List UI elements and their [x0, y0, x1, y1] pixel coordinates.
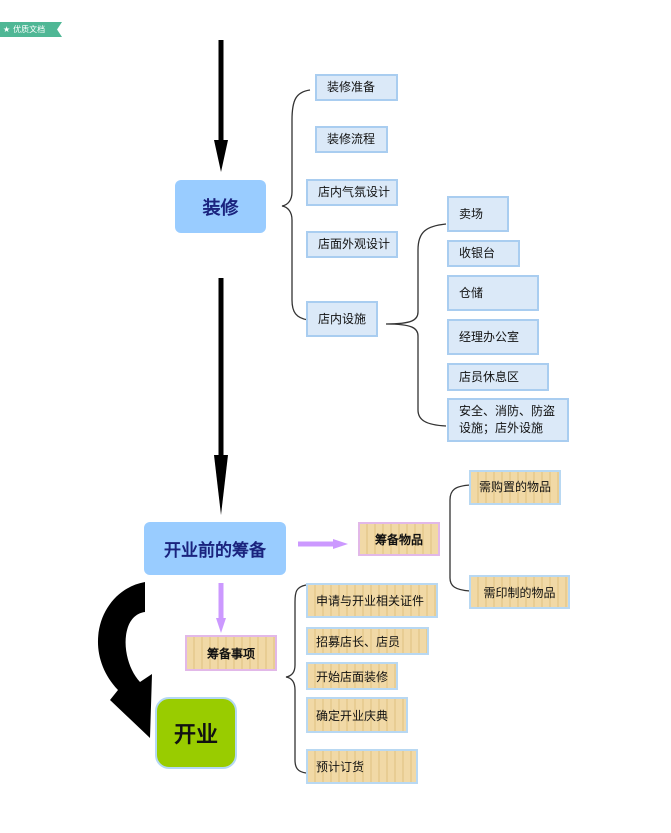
- facility-item: 卖场: [447, 196, 509, 232]
- brace-prep-items: [449, 484, 471, 592]
- prep-item: 需购置的物品: [469, 470, 561, 505]
- prep-matter: 申请与开业相关证件: [306, 583, 438, 618]
- node-opening: 开业: [155, 697, 237, 769]
- prep-matter: 招募店长、店员: [306, 627, 429, 655]
- prep-matter: 确定开业庆典: [306, 697, 408, 733]
- purple-arrowhead-down: [216, 618, 226, 633]
- decoration-item: 店面外观设计: [306, 231, 398, 258]
- curved-arrow-to-opening: [97, 582, 152, 738]
- quality-doc-badge: ★优质文档: [0, 22, 62, 37]
- brace-facilities: [385, 223, 447, 427]
- facility-item: 安全、消防、防盗设施；店外设施: [447, 398, 569, 442]
- node-decoration: 装修: [175, 180, 266, 233]
- facility-item: 经理办公室: [447, 319, 539, 355]
- facility-item: 仓储: [447, 275, 539, 311]
- facility-item: 收银台: [447, 240, 520, 267]
- decoration-item: 店内设施: [306, 301, 378, 337]
- prep-matter: 预计订货: [306, 749, 418, 784]
- decoration-item: 装修准备: [315, 74, 398, 101]
- prep-matter: 开始店面装修: [306, 662, 398, 690]
- node-preparation: 开业前的筹备: [144, 522, 286, 575]
- node-prep-matters: 筹备事项: [185, 635, 277, 671]
- star-icon: ★: [3, 25, 11, 34]
- prep-item: 需印制的物品: [469, 575, 570, 609]
- badge-label: 优质文档: [13, 25, 46, 34]
- facility-item: 店员休息区: [447, 363, 549, 391]
- brace-decoration: [281, 89, 311, 321]
- brace-prep-matters: [285, 584, 307, 774]
- arrow-head-top: [214, 140, 228, 172]
- decoration-item: 店内气氛设计: [306, 179, 398, 206]
- node-prep-items: 筹备物品: [358, 522, 440, 556]
- arrow-head-mid: [214, 455, 228, 515]
- purple-arrowhead-right: [333, 539, 348, 549]
- decoration-item: 装修流程: [315, 126, 388, 153]
